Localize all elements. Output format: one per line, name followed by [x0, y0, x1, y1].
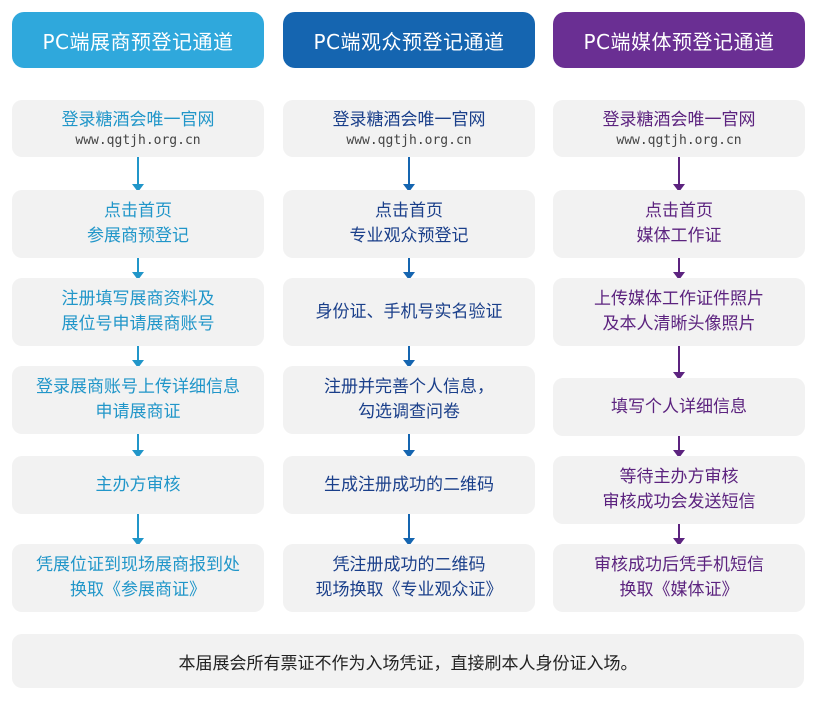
- step-text: 等待主办方审核: [619, 467, 739, 488]
- exhibitor-step-5: 主办方审核: [12, 456, 264, 514]
- down-arrow-icon: [132, 514, 144, 546]
- down-arrow-icon: [403, 258, 415, 280]
- down-arrow-icon: [403, 346, 415, 368]
- step-text: 点击首页: [104, 201, 172, 222]
- down-arrow-icon: [132, 258, 144, 280]
- step-text: 及本人清晰头像照片: [602, 314, 756, 334]
- down-arrow-icon: [403, 514, 415, 546]
- step-text: 登录糖酒会唯一官网: [602, 110, 756, 131]
- visitor-step-1: 登录糖酒会唯一官网 www.qgtjh.org.cn: [283, 100, 535, 157]
- step-text: 注册填写展商资料及: [61, 289, 215, 310]
- media-step-4: 填写个人详细信息: [553, 378, 805, 436]
- step-text: 换取《参展商证》: [70, 580, 206, 600]
- down-arrow-icon: [673, 346, 685, 380]
- media-channel-header: PC端媒体预登记通道: [553, 12, 805, 68]
- down-arrow-icon: [132, 434, 144, 458]
- media-column: PC端媒体预登记通道 登录糖酒会唯一官网 www.qgtjh.org.cn 点击…: [553, 12, 805, 612]
- visitor-step-3: 身份证、手机号实名验证: [283, 278, 535, 346]
- website-url[interactable]: www.qgtjh.org.cn: [616, 133, 742, 149]
- visitor-channel-header: PC端观众预登记通道: [283, 12, 535, 68]
- step-text: 展位号申请展商账号: [61, 314, 215, 334]
- exhibitor-step-2: 点击首页 参展商预登记: [12, 190, 264, 258]
- step-text: 登录展商账号上传详细信息: [36, 377, 240, 398]
- down-arrow-icon: [673, 157, 685, 192]
- down-arrow-icon: [673, 436, 685, 458]
- step-text: 审核成功会发送短信: [602, 492, 756, 512]
- visitor-step-4: 注册并完善个人信息， 勾选调查问卷: [283, 366, 535, 434]
- step-text: 勾选调查问卷: [358, 402, 460, 422]
- website-url[interactable]: www.qgtjh.org.cn: [346, 133, 472, 149]
- step-text: 审核成功后凭手机短信: [594, 555, 764, 576]
- visitor-column: PC端观众预登记通道 登录糖酒会唯一官网 www.qgtjh.org.cn 点击…: [283, 12, 535, 612]
- step-text: 申请展商证: [95, 402, 181, 422]
- visitor-step-6: 凭注册成功的二维码 现场换取《专业观众证》: [283, 544, 535, 612]
- entry-notice: 本届展会所有票证不作为入场凭证，直接刷本人身份证入场。: [12, 634, 804, 688]
- media-step-1: 登录糖酒会唯一官网 www.qgtjh.org.cn: [553, 100, 805, 157]
- step-text: 上传媒体工作证件照片: [594, 289, 764, 310]
- step-text: 媒体工作证: [636, 226, 722, 246]
- step-text: 身份证、手机号实名验证: [315, 301, 503, 322]
- step-text: 登录糖酒会唯一官网: [332, 110, 486, 131]
- step-text: 注册并完善个人信息，: [324, 377, 494, 398]
- exhibitor-step-3: 注册填写展商资料及 展位号申请展商账号: [12, 278, 264, 346]
- media-step-6: 审核成功后凭手机短信 换取《媒体证》: [553, 544, 805, 612]
- step-text: 凭展位证到现场展商报到处: [36, 555, 240, 576]
- step-text: 填写个人详细信息: [611, 396, 747, 417]
- down-arrow-icon: [132, 157, 144, 192]
- step-text: 生成注册成功的二维码: [324, 474, 494, 495]
- exhibitor-step-4: 登录展商账号上传详细信息 申请展商证: [12, 366, 264, 434]
- media-step-2: 点击首页 媒体工作证: [553, 190, 805, 258]
- website-url[interactable]: www.qgtjh.org.cn: [75, 133, 201, 149]
- step-text: 专业观众预登记: [349, 226, 469, 246]
- exhibitor-channel-header: PC端展商预登记通道: [12, 12, 264, 68]
- visitor-step-2: 点击首页 专业观众预登记: [283, 190, 535, 258]
- down-arrow-icon: [403, 157, 415, 192]
- step-text: 点击首页: [375, 201, 443, 222]
- step-text: 现场换取《专业观众证》: [315, 580, 503, 600]
- step-text: 凭注册成功的二维码: [332, 555, 486, 576]
- visitor-step-5: 生成注册成功的二维码: [283, 456, 535, 514]
- exhibitor-column: PC端展商预登记通道 登录糖酒会唯一官网 www.qgtjh.org.cn 点击…: [12, 12, 264, 612]
- step-text: 点击首页: [645, 201, 713, 222]
- down-arrow-icon: [673, 524, 685, 546]
- media-step-3: 上传媒体工作证件照片 及本人清晰头像照片: [553, 278, 805, 346]
- media-step-5: 等待主办方审核 审核成功会发送短信: [553, 456, 805, 524]
- down-arrow-icon: [132, 346, 144, 368]
- step-text: 参展商预登记: [87, 226, 189, 246]
- down-arrow-icon: [403, 434, 415, 458]
- step-text: 主办方审核: [95, 474, 181, 495]
- step-text: 登录糖酒会唯一官网: [61, 110, 215, 131]
- exhibitor-step-6: 凭展位证到现场展商报到处 换取《参展商证》: [12, 544, 264, 612]
- exhibitor-step-1: 登录糖酒会唯一官网 www.qgtjh.org.cn: [12, 100, 264, 157]
- step-text: 换取《媒体证》: [619, 580, 739, 600]
- down-arrow-icon: [673, 258, 685, 280]
